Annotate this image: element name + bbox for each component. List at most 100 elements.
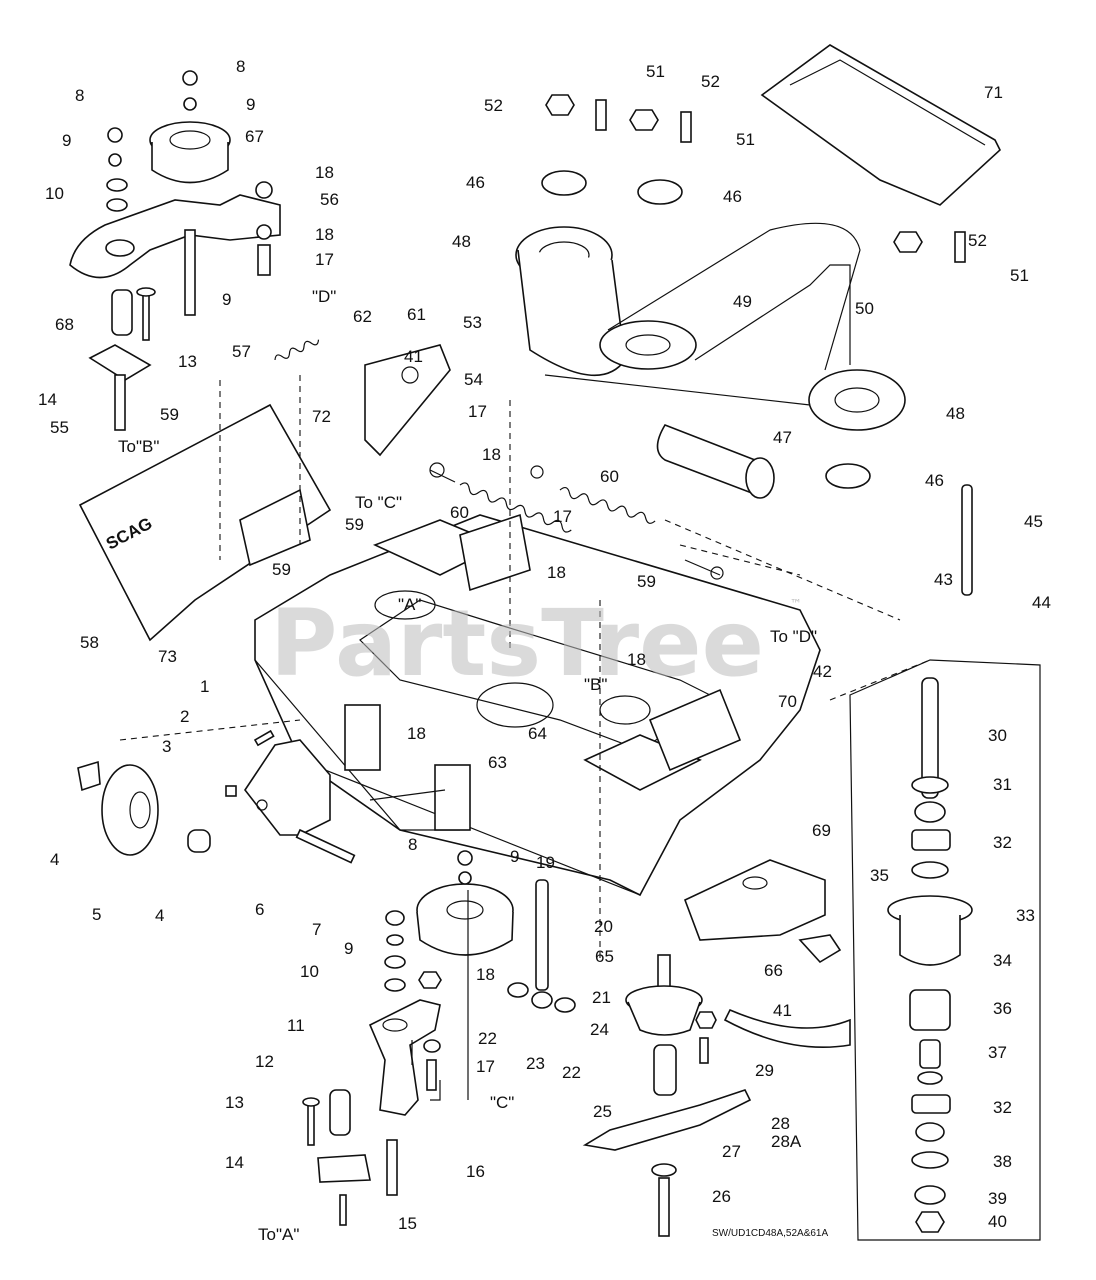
callout-38: 38 (993, 1152, 1012, 1171)
callout-17: 17 (468, 402, 487, 421)
callout-53: 53 (463, 313, 482, 332)
callout-16: 16 (466, 1162, 485, 1181)
callout-45: 45 (1024, 512, 1043, 531)
callout-63: 63 (488, 753, 507, 772)
callout-22: 22 (478, 1029, 497, 1048)
callout-B: "B" (584, 675, 607, 694)
callout-9: 9 (344, 939, 353, 958)
callout-18: 18 (482, 445, 501, 464)
anti-scalp-wheel-assembly (77, 729, 356, 864)
callout-37: 37 (988, 1043, 1007, 1062)
callout-43: 43 (934, 570, 953, 589)
callout-18: 18 (627, 650, 646, 669)
callout-59: 59 (272, 560, 291, 579)
tension-spring-60-left (459, 482, 572, 533)
callout-57: 57 (232, 342, 251, 361)
callout-50: 50 (855, 299, 874, 318)
callout-39: 39 (988, 1189, 1007, 1208)
callout-21: 21 (592, 988, 611, 1007)
callout-14: 14 (38, 390, 57, 409)
blade-spindle-assembly (582, 954, 752, 1237)
callout-70: 70 (778, 692, 797, 711)
callout-52: 52 (701, 72, 720, 91)
callout-65: 65 (595, 947, 614, 966)
callout-34: 34 (993, 951, 1012, 970)
left-idler-assembly (69, 70, 281, 431)
callout-8: 8 (75, 86, 84, 105)
callout-10: 10 (300, 962, 319, 981)
callout-9: 9 (510, 847, 519, 866)
callout-51: 51 (1010, 266, 1029, 285)
callout-7: 7 (312, 920, 321, 939)
callout-44: 44 (1032, 593, 1051, 612)
callout-25: 25 (593, 1102, 612, 1121)
pin-45 (961, 484, 973, 596)
callout-59: 59 (345, 515, 364, 534)
callout-41: 41 (773, 1001, 792, 1020)
callout-55: 55 (50, 418, 69, 437)
callout-labels: 8 9 67 8 9 10 18 56 18 17 "D" 9 68 13 57… (38, 57, 1051, 1244)
callout-18: 18 (315, 163, 334, 182)
callout-30: 30 (988, 726, 1007, 745)
callout-9: 9 (246, 95, 255, 114)
callout-17: 17 (553, 507, 572, 526)
callout-46: 46 (723, 187, 742, 206)
callout-68: 68 (55, 315, 74, 334)
callout-20: 20 (594, 917, 613, 936)
callout-9: 9 (222, 290, 231, 309)
lower-idler-assembly (302, 850, 514, 1226)
callout-48: 48 (452, 232, 471, 251)
callout-15: 15 (398, 1214, 417, 1233)
callout-27: 27 (722, 1142, 741, 1161)
callout-23: 23 (526, 1054, 545, 1073)
callout-62: 62 (353, 307, 372, 326)
callout-22: 22 (562, 1063, 581, 1082)
belt-shield-71 (760, 44, 1001, 206)
callout-19: 19 (536, 853, 555, 872)
callout-33: 33 (1016, 906, 1035, 925)
callout-8: 8 (236, 57, 245, 76)
watermark: PartsTree (270, 590, 764, 697)
leader-lines (369, 789, 469, 1101)
callout-58: 58 (80, 633, 99, 652)
callout-A: "A" (398, 595, 421, 614)
watermark-trademark: ™ (790, 597, 802, 611)
callout-5: 5 (92, 905, 101, 924)
callout-67: 67 (245, 127, 264, 146)
callout-64: 64 (528, 724, 547, 743)
callout-52: 52 (968, 231, 987, 250)
reference-lines (119, 375, 931, 960)
callout-3: 3 (162, 737, 171, 756)
callout-66: 66 (764, 961, 783, 980)
callout-10: 10 (45, 184, 64, 203)
callout-to-B: To"B" (118, 437, 159, 456)
callout-42: 42 (813, 662, 832, 681)
callout-59: 59 (160, 405, 179, 424)
deck-brackets (239, 344, 742, 791)
callout-54: 54 (464, 370, 483, 389)
callout-17: 17 (476, 1057, 495, 1076)
drive-belt-assembly (515, 94, 966, 489)
callout-61: 61 (407, 305, 426, 324)
callout-51: 51 (646, 62, 665, 81)
callout-28: 28 (771, 1114, 790, 1133)
callout-11: 11 (287, 1016, 305, 1035)
callout-18: 18 (407, 724, 426, 743)
callout-72: 72 (312, 407, 331, 426)
callout-29: 29 (755, 1061, 774, 1080)
callout-48: 48 (946, 404, 965, 423)
callout-18: 18 (315, 225, 334, 244)
callout-26: 26 (712, 1187, 731, 1206)
spindle-stack-30-40 (887, 677, 973, 1233)
callout-28A: 28A (771, 1132, 802, 1151)
drawing-geometry: SCAG (69, 44, 1041, 1241)
callout-4: 4 (155, 906, 164, 925)
callout-73: 73 (158, 647, 177, 666)
callout-C: "C" (490, 1093, 514, 1112)
callout-1: 1 (200, 677, 209, 696)
callout-71: 71 (984, 83, 1003, 102)
callout-36: 36 (993, 999, 1012, 1018)
callout-24: 24 (590, 1020, 609, 1039)
callout-17: 17 (315, 250, 334, 269)
